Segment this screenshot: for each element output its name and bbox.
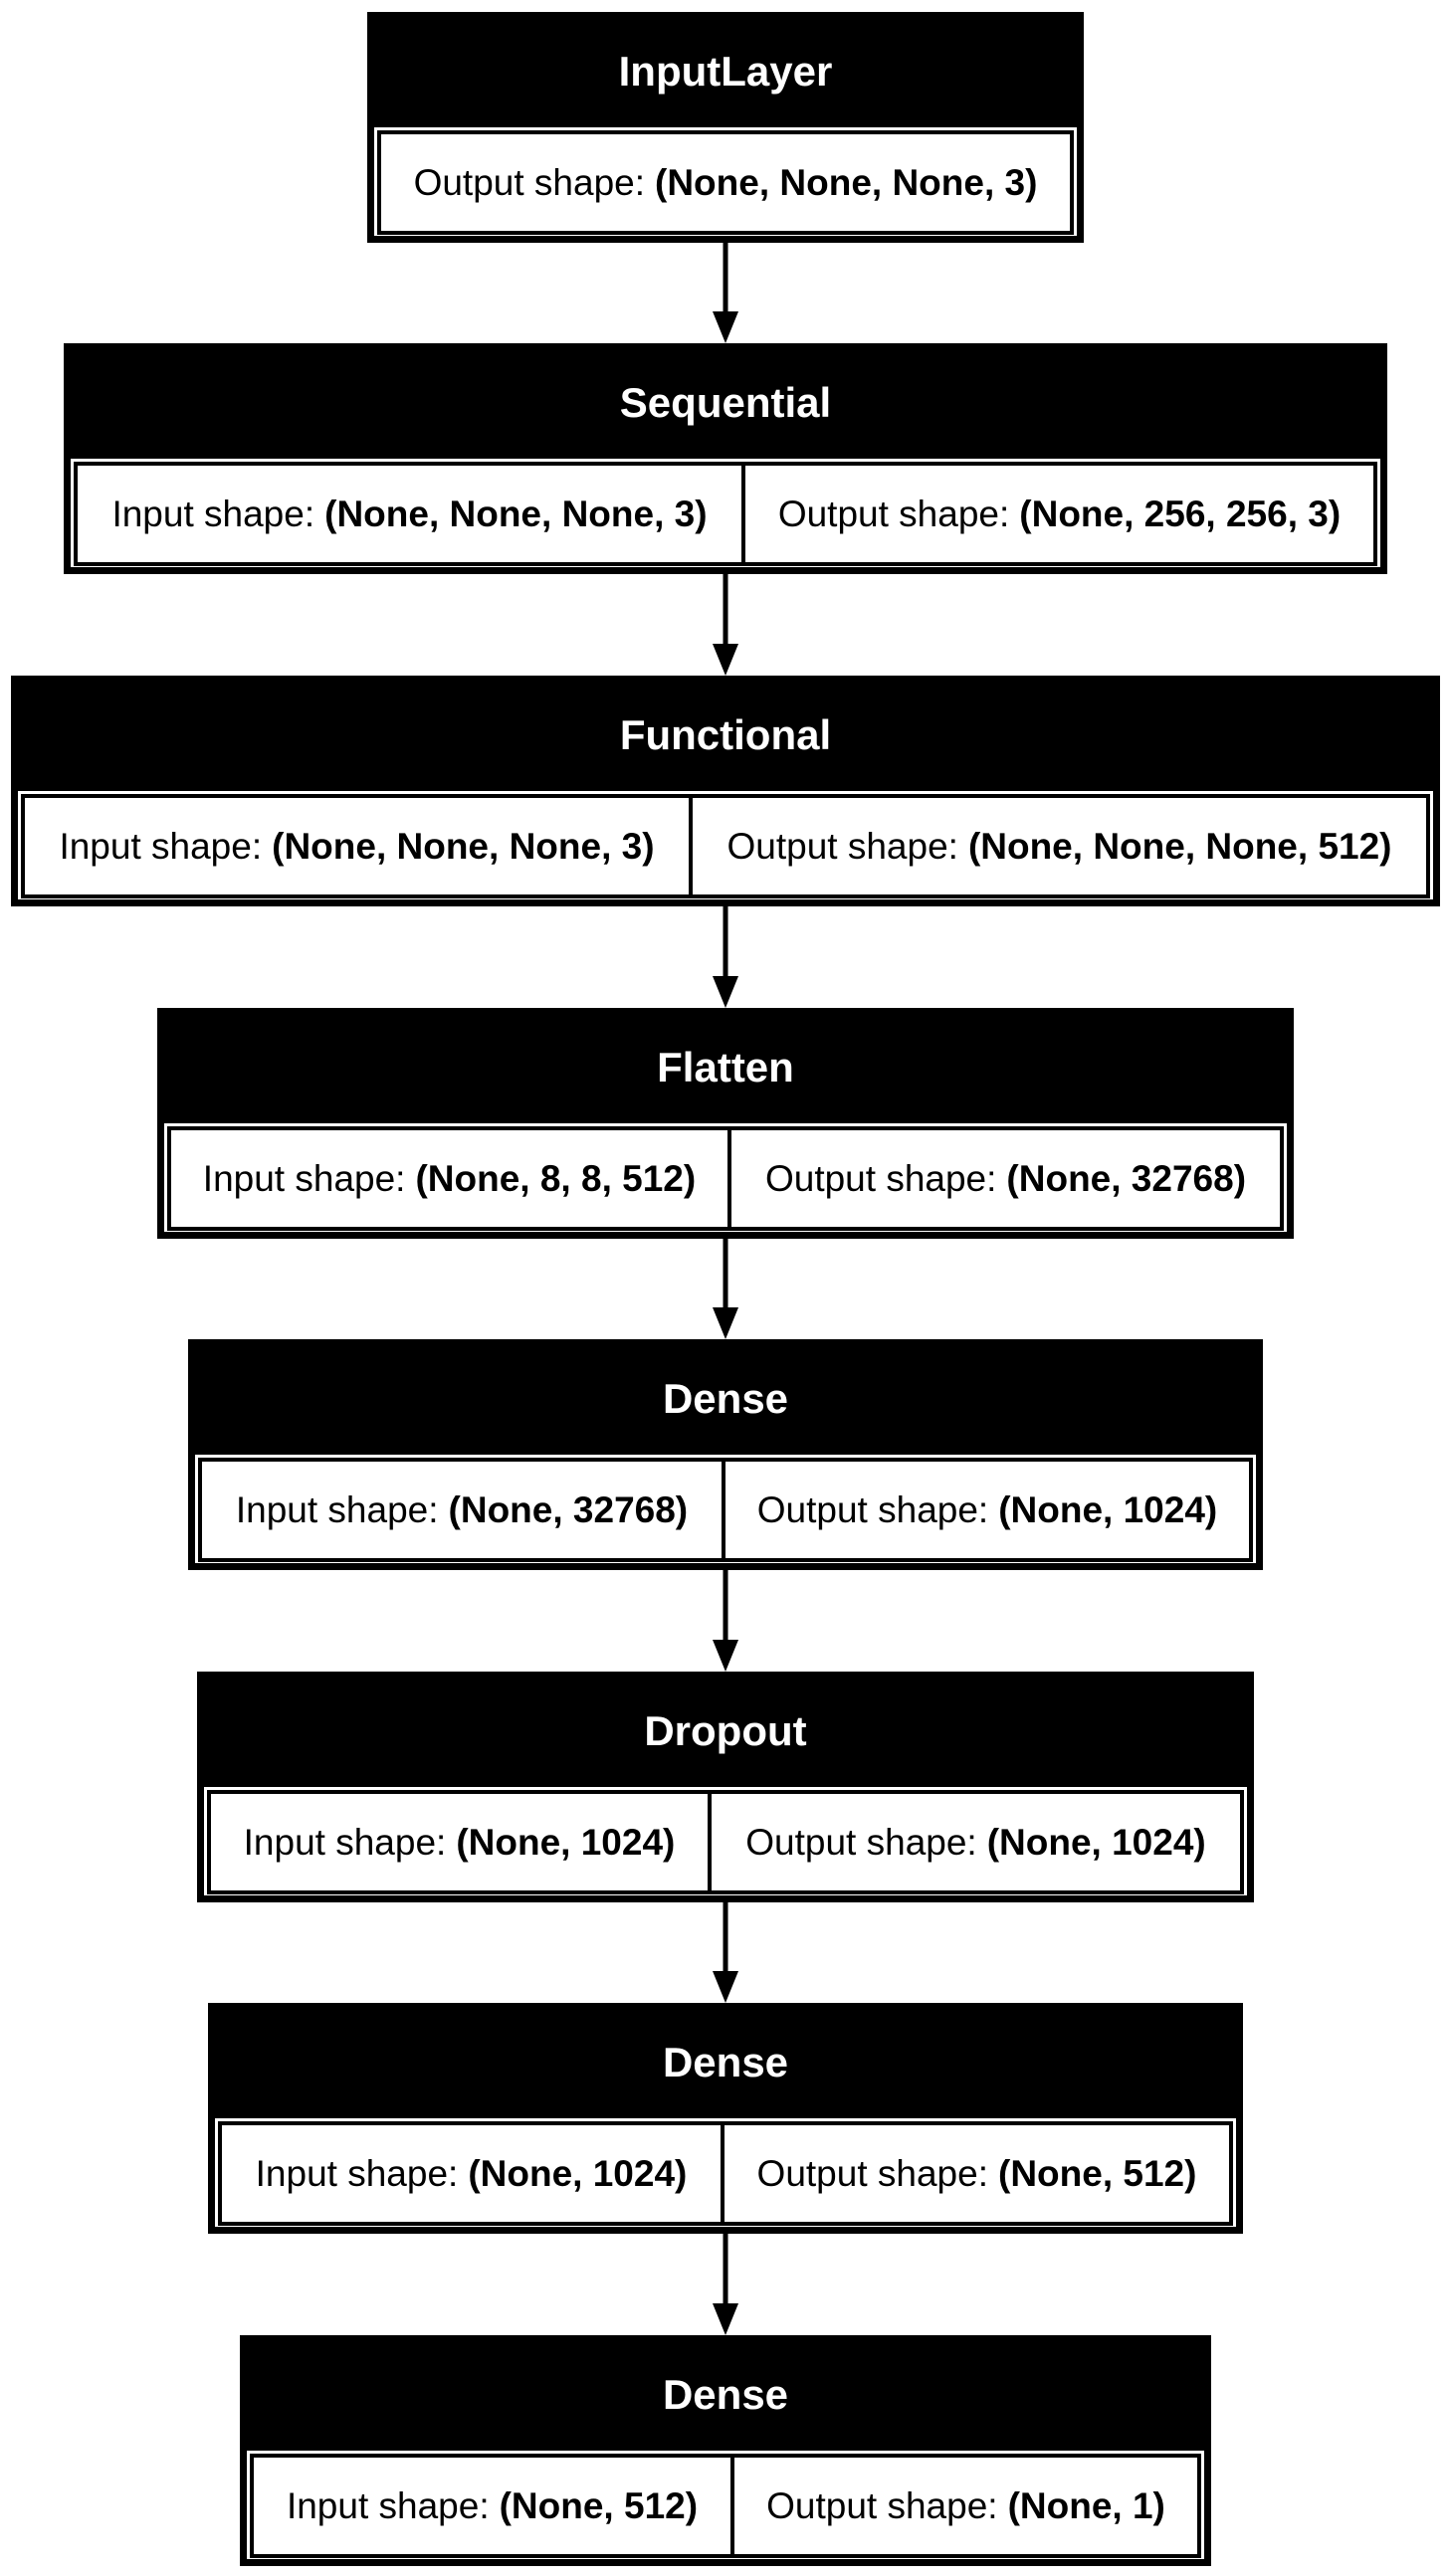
- output-shape-value: (None, 1): [1007, 2484, 1165, 2526]
- input-shape-label: Input shape:: [255, 2152, 459, 2194]
- layer-name: Dense: [247, 2342, 1204, 2451]
- layer-node-flatten: Flatten Input shape: (None, 8, 8, 512) O…: [157, 1008, 1294, 1239]
- output-shape-value: (None, 512): [998, 2152, 1197, 2194]
- layer-node-dense-1: Dense Input shape: (None, 32768) Output …: [188, 1339, 1263, 1570]
- output-shape-cell: Output shape: (None, 1): [734, 2454, 1201, 2558]
- input-shape-cell: Input shape: (None, 8, 8, 512): [167, 1126, 731, 1231]
- layer-shapes: Output shape: (None, None, None, 3): [374, 130, 1077, 235]
- input-shape-cell: Input shape: (None, None, None, 3): [74, 462, 745, 566]
- edge-dropout-dense: [713, 1902, 738, 2003]
- output-shape-value: (None, 256, 256, 3): [1019, 493, 1342, 534]
- output-shape-value: (None, 1024): [986, 1821, 1206, 1863]
- input-shape-value: (None, 512): [499, 2484, 699, 2526]
- input-shape-value: (None, None, None, 3): [272, 825, 655, 867]
- layer-node-dropout: Dropout Input shape: (None, 1024) Output…: [197, 1672, 1254, 1902]
- output-shape-label: Output shape:: [766, 2484, 998, 2526]
- output-shape-cell: Output shape: (None, 512): [724, 2121, 1233, 2226]
- input-shape-label: Input shape:: [111, 493, 315, 534]
- input-shape-cell: Input shape: (None, 32768): [198, 1458, 725, 1562]
- input-shape-label: Input shape:: [202, 1157, 406, 1199]
- output-shape-cell: Output shape: (None, 256, 256, 3): [745, 462, 1377, 566]
- output-shape-cell: Output shape: (None, 1024): [725, 1458, 1253, 1562]
- output-shape-label: Output shape:: [745, 1821, 977, 1863]
- output-shape-value: (None, None, None, 512): [967, 825, 1392, 867]
- layer-shapes: Input shape: (None, None, None, 3) Outpu…: [18, 794, 1433, 898]
- output-shape-value: (None, 1024): [998, 1488, 1218, 1530]
- edge-dense-dense: [713, 2234, 738, 2335]
- layer-node-inputlayer: InputLayer Output shape: (None, None, No…: [367, 12, 1084, 243]
- input-shape-label: Input shape:: [235, 1488, 439, 1530]
- output-shape-label: Output shape:: [764, 1157, 997, 1199]
- input-shape-value: (None, 32768): [448, 1488, 689, 1530]
- input-shape-cell: Input shape: (None, 1024): [207, 1790, 712, 1894]
- input-shape-cell: Input shape: (None, 512): [250, 2454, 734, 2558]
- input-shape-value: (None, 8, 8, 512): [415, 1157, 697, 1199]
- layer-node-dense-3: Dense Input shape: (None, 512) Output sh…: [240, 2335, 1211, 2566]
- layer-name: Dropout: [204, 1679, 1247, 1787]
- output-shape-label: Output shape:: [756, 1488, 989, 1530]
- output-shape-cell: Output shape: (None, 32768): [731, 1126, 1284, 1231]
- layer-name: InputLayer: [374, 19, 1077, 127]
- input-shape-value: (None, 1024): [468, 2152, 688, 2194]
- layer-shapes: Input shape: (None, 1024) Output shape: …: [204, 1790, 1247, 1894]
- output-shape-label: Output shape:: [726, 825, 958, 867]
- output-shape-value: (None, None, None, 3): [655, 161, 1038, 203]
- output-shape-value: (None, 32768): [1006, 1157, 1247, 1199]
- output-shape-cell: Output shape: (None, None, None, 3): [377, 130, 1074, 235]
- layer-name: Dense: [215, 2010, 1236, 2118]
- edge-dense-dropout: [713, 1570, 738, 1672]
- layer-name: Sequential: [71, 350, 1380, 459]
- edge-flatten-dense: [713, 1239, 738, 1339]
- output-shape-label: Output shape:: [777, 493, 1010, 534]
- edge-sequential-functional: [713, 574, 738, 676]
- output-shape-label: Output shape:: [413, 161, 646, 203]
- input-shape-label: Input shape:: [243, 1821, 447, 1863]
- input-shape-label: Input shape:: [59, 825, 263, 867]
- input-shape-cell: Input shape: (None, 1024): [218, 2121, 724, 2226]
- input-shape-cell: Input shape: (None, None, None, 3): [21, 794, 693, 898]
- layer-shapes: Input shape: (None, 512) Output shape: (…: [247, 2454, 1204, 2558]
- output-shape-cell: Output shape: (None, 1024): [712, 1790, 1244, 1894]
- layer-name: Dense: [195, 1346, 1256, 1455]
- input-shape-value: (None, None, None, 3): [324, 493, 708, 534]
- edge-inputlayer-sequential: [713, 243, 738, 343]
- layer-name: Flatten: [164, 1015, 1287, 1123]
- input-shape-label: Input shape:: [286, 2484, 490, 2526]
- layer-shapes: Input shape: (None, None, None, 3) Outpu…: [71, 462, 1380, 566]
- layer-shapes: Input shape: (None, 8, 8, 512) Output sh…: [164, 1126, 1287, 1231]
- output-shape-label: Output shape:: [756, 2152, 988, 2194]
- edge-functional-flatten: [713, 906, 738, 1008]
- layer-shapes: Input shape: (None, 32768) Output shape:…: [195, 1458, 1256, 1562]
- output-shape-cell: Output shape: (None, None, None, 512): [693, 794, 1430, 898]
- layer-node-functional: Functional Input shape: (None, None, Non…: [11, 676, 1440, 906]
- layer-name: Functional: [18, 683, 1433, 791]
- input-shape-value: (None, 1024): [456, 1821, 676, 1863]
- layer-shapes: Input shape: (None, 1024) Output shape: …: [215, 2121, 1236, 2226]
- layer-node-dense-2: Dense Input shape: (None, 1024) Output s…: [208, 2003, 1243, 2234]
- layer-node-sequential: Sequential Input shape: (None, None, Non…: [64, 343, 1387, 574]
